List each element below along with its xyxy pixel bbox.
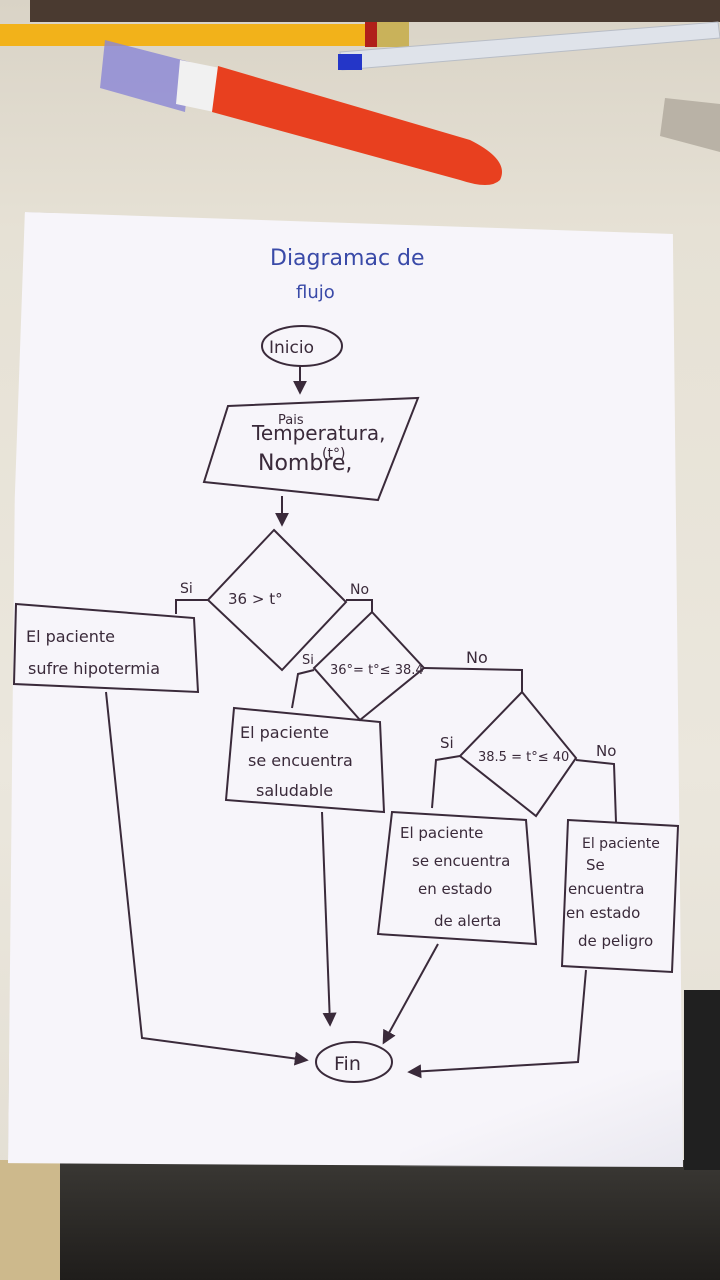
desk-edge [30,0,720,22]
decision-2-yes-branch [291,669,315,709]
decision-2-text: 36°= t°≤ 38.4 [330,663,424,678]
input-top: Pais [278,413,304,428]
decision-3-no: No [596,742,616,760]
decision-1-yes-branch [175,599,208,614]
input-line-1: Temperatura, [251,421,385,445]
pencil [0,22,409,47]
decision-3-text: 38.5 = t°≤ 40 [478,750,569,765]
arrow-danger-end [407,969,587,1079]
box-danger-line-3: encuentra [568,880,644,898]
box-healthy-line-2: se encuentra [248,751,353,770]
dark-object [684,990,720,1170]
box-hypothermia-line-2: sufre hipotermia [28,659,160,678]
box-healthy-line-3: saludable [256,781,333,800]
title-line-2: flujo [296,282,335,303]
title-line-1: Diagramac de [270,246,425,271]
box-alert-line-3: en estado [418,880,492,898]
ballpoint-pen [338,21,720,71]
decision-3-diamond [458,690,578,818]
box-danger-line-2: Se [586,856,605,874]
decision-2-yes: Si [302,653,314,668]
decision-2-no-branch [423,667,523,692]
dark-cloth [0,1160,720,1280]
box-danger-line-5: de peligro [578,932,653,950]
decision-1-no: No [350,582,369,598]
box-healthy [224,706,386,814]
box-danger-line-4: en estado [566,904,640,922]
eraser [660,98,720,152]
box-hypothermia-line-1: El paciente [26,627,115,646]
decision-1-yes: Si [180,581,193,597]
desk-corner [0,1160,60,1280]
arrow-hypothermia-end [105,691,309,1066]
box-alert-line-4: de alerta [434,912,501,930]
decision-1-diamond [206,528,348,672]
decision-3-yes: Si [440,734,454,752]
start-terminal [261,325,343,367]
arrow-alert-end [382,943,439,1045]
input-parallelogram [202,396,420,502]
decision-3-yes-branch [431,755,461,809]
box-danger [560,818,680,974]
box-alert-line-2: se encuentra [412,852,510,870]
box-alert-line-1: El paciente [400,824,483,842]
box-danger-line-1: El paciente [582,836,660,852]
decision-1-no-branch [346,599,373,612]
box-alert [376,810,538,946]
decision-3-no-branch [575,759,617,823]
box-hypothermia [12,602,200,694]
arrow-healthy-end [321,811,337,1027]
red-marker [100,40,502,185]
input-line-3: Nombre, [258,451,352,476]
start-label: Inicio [269,338,314,358]
decision-1-text: 36 > t° [228,590,283,608]
box-healthy-line-1: El paciente [240,723,329,742]
paper-shadow [400,1070,683,1167]
end-terminal [315,1041,393,1083]
input-line-2: (t°) [322,446,345,462]
end-label: Fin [334,1053,361,1075]
decision-2-no: No [466,648,488,667]
